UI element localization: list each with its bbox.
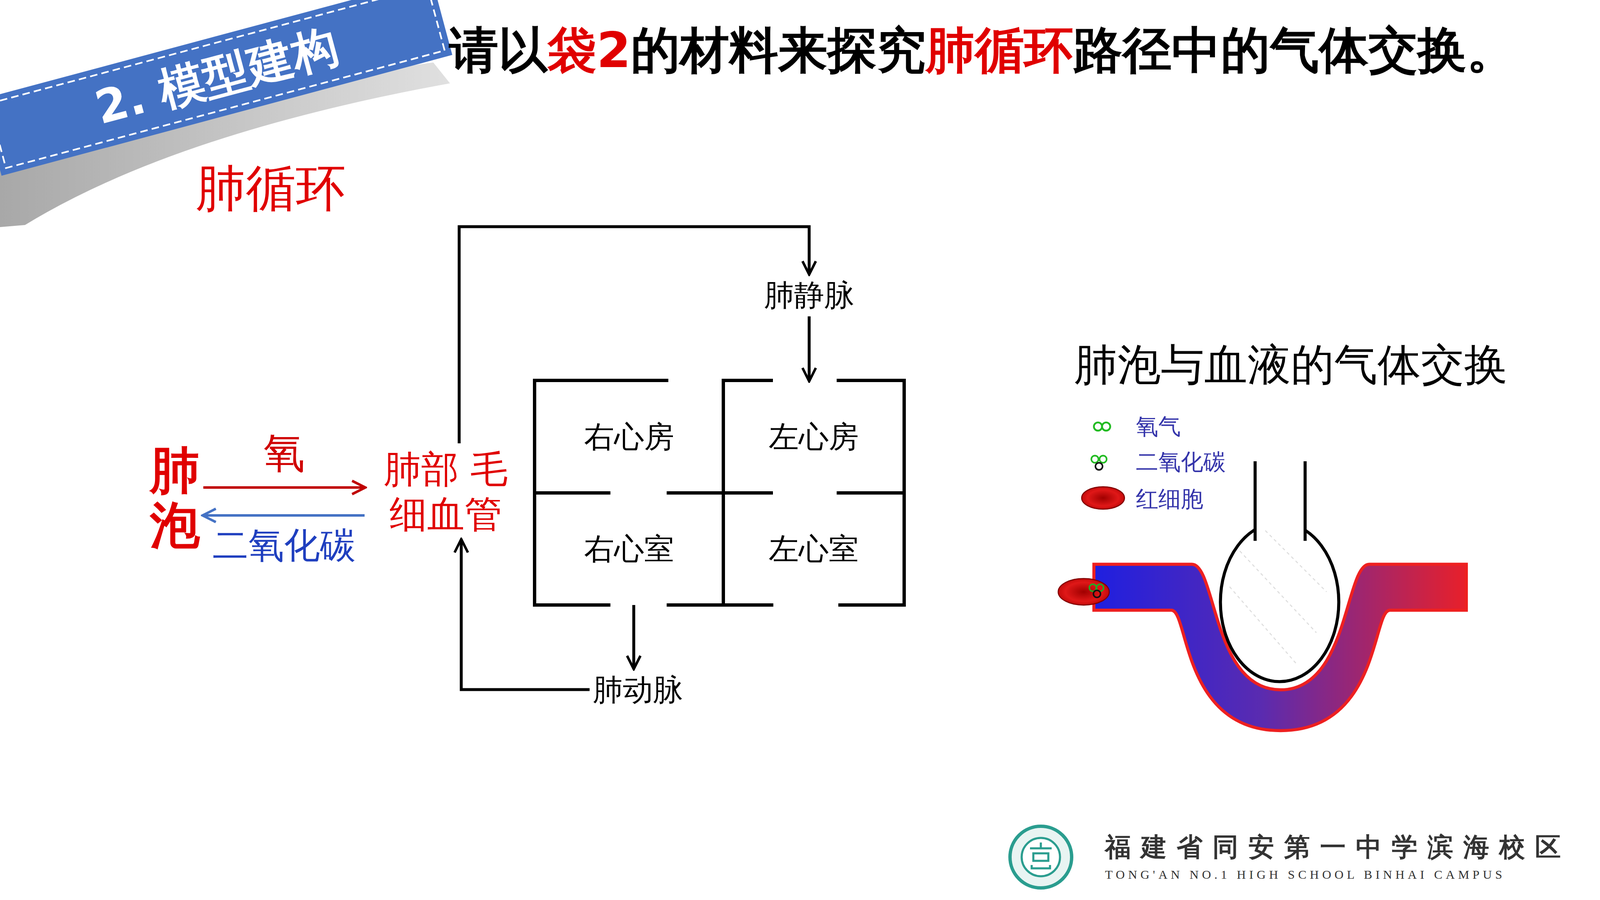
alveolus-illustration xyxy=(1058,422,1467,731)
node-text: 肺静脉 xyxy=(764,277,855,313)
carbon-dioxide-swatch xyxy=(1091,455,1099,463)
flow-arrow xyxy=(461,540,590,690)
heart-wall xyxy=(534,491,611,495)
title-segment: 袋2 xyxy=(547,21,631,79)
node-text: 肺泡 xyxy=(150,442,200,553)
vessel-label: 肺静脉 xyxy=(760,273,858,317)
heart-chamber: 右心室 xyxy=(534,492,724,605)
illustration-title: 肺泡与血液的气体交换 xyxy=(1074,336,1508,395)
alveolus-neck-fill xyxy=(1256,461,1306,548)
flow-arrow xyxy=(203,514,365,517)
heart-wall xyxy=(666,603,774,607)
heart-wall xyxy=(666,491,773,495)
title-segment: 请以 xyxy=(449,21,548,79)
title-segment: 的材料来探究 xyxy=(630,21,926,79)
slide-title: 请以袋2的材料来探究肺循环路径中的气体交换。 xyxy=(449,17,1516,85)
carbon-dioxide-swatch xyxy=(1099,455,1107,463)
node-text: 右心室 xyxy=(584,530,675,567)
section-banner: 2. 模型建构 xyxy=(88,15,345,140)
heart-wall xyxy=(723,378,773,383)
vessel-label: 肺动脉 xyxy=(589,668,687,711)
carbon-dioxide-molecule xyxy=(1093,590,1101,598)
red-blood-cell-swatch xyxy=(1081,486,1125,510)
red-blood-cell xyxy=(1058,578,1110,606)
section-heading: 肺循环 xyxy=(195,155,346,223)
alveolus-shading xyxy=(1229,530,1327,663)
banner-ribbon-body xyxy=(0,0,453,176)
logo-ring xyxy=(1010,826,1072,888)
banner-ribbon xyxy=(0,0,453,176)
node-text: 肺部 毛细血管 xyxy=(367,446,524,537)
school-logo xyxy=(1010,826,1072,888)
heart-chamber: 左心房 xyxy=(723,380,905,493)
flow-arrow xyxy=(459,226,810,444)
node-text: 肺动脉 xyxy=(592,671,683,708)
heart-wall xyxy=(532,378,537,607)
heart-wall xyxy=(721,378,725,607)
title-segment: 路径中的气体交换。 xyxy=(1073,21,1516,79)
bronchiole-wall xyxy=(1253,461,1257,541)
heart-wall xyxy=(534,603,611,607)
heart-grid xyxy=(534,378,905,607)
exchange-label: 氧 xyxy=(263,425,305,482)
carbon-dioxide-swatch xyxy=(1095,462,1103,470)
oxygen-swatch xyxy=(1093,422,1103,431)
node-text: 左心室 xyxy=(768,530,859,567)
logo-mark xyxy=(1030,842,1052,869)
school-name: 福建省同安第一中学滨海校区 xyxy=(1105,829,1571,865)
exchange-label: 二氧化碳 xyxy=(212,521,356,570)
legend-label: 二氧化碳 xyxy=(1135,447,1226,478)
school-name-english: TONG'AN NO.1 HIGH SCHOOL BINHAI CAMPUS xyxy=(1105,867,1506,882)
legend-label: 氧气 xyxy=(1135,411,1181,443)
alveolus-label: 肺泡 xyxy=(146,439,204,557)
heart-wall xyxy=(836,491,905,495)
heart-chamber: 左心室 xyxy=(723,492,905,605)
capillary-label: 肺部 毛细血管 xyxy=(364,443,528,540)
heart-wall xyxy=(838,603,905,607)
heart-chamber: 右心房 xyxy=(534,380,724,493)
node-text: 右心房 xyxy=(584,418,675,455)
heart-wall xyxy=(902,378,906,607)
logo-inner xyxy=(1021,837,1060,877)
oxygen-swatch xyxy=(1102,422,1111,431)
title-segment: 肺循环 xyxy=(925,21,1074,79)
banner-ribbon-stitch xyxy=(0,0,445,168)
heart-wall xyxy=(836,378,905,383)
heart-wall xyxy=(534,378,669,383)
flow-arrow xyxy=(632,605,636,669)
legend-label: 红细胞 xyxy=(1135,484,1204,515)
bronchiole-wall xyxy=(1303,461,1307,541)
flow-arrow xyxy=(203,486,365,489)
node-text: 左心房 xyxy=(768,418,859,455)
flow-arrow xyxy=(807,316,811,381)
